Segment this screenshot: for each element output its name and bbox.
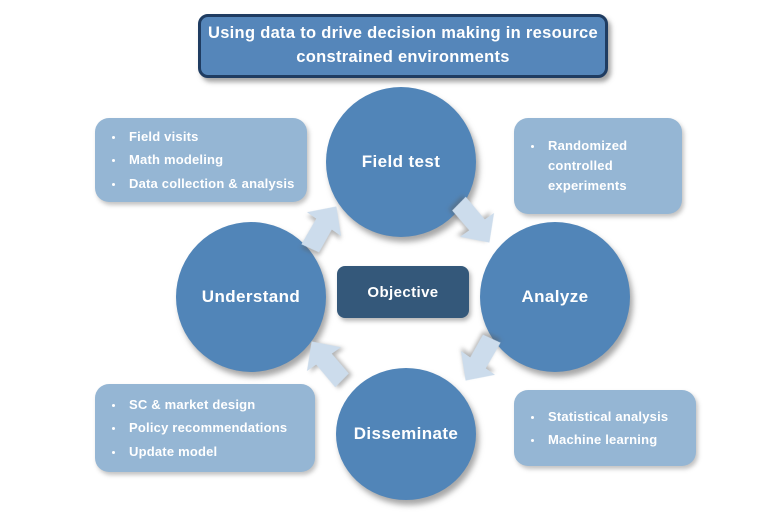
slide-title-line-1: Using data to drive decision making in r… — [207, 24, 599, 43]
bullet-item: Update model — [125, 440, 287, 463]
bullet-item: Randomized controlled experiments — [544, 136, 672, 196]
callout-understand: SC & market design Policy recommendation… — [95, 384, 315, 472]
bullet-item: Machine learning — [544, 428, 668, 451]
cycle-node-label: Analyze — [521, 287, 589, 306]
objective-label: Objective — [367, 283, 439, 301]
cycle-node-understand: Understand — [176, 222, 326, 372]
callout-field-test: Field visits Math modeling Data collecti… — [95, 118, 307, 202]
cycle-node-disseminate: Disseminate — [336, 368, 476, 500]
block-arrow-icon — [306, 341, 349, 388]
bullet-list: Randomized controlled experiments — [514, 136, 682, 196]
arrow-glyph — [306, 341, 349, 388]
bullet-item: Statistical analysis — [544, 405, 668, 428]
block-arrow-icon — [452, 196, 495, 243]
arrow-glyph — [301, 206, 342, 253]
bullet-item: Math modeling — [125, 148, 295, 171]
bullet-item: Data collection & analysis — [125, 172, 295, 195]
title-box: Using data to drive decision making in r… — [198, 14, 608, 78]
bullet-list: Field visits Math modeling Data collecti… — [95, 125, 305, 195]
callout-disseminate: Statistical analysis Machine learning — [514, 390, 696, 466]
arrow-understand-to-field-test-icon — [285, 189, 360, 265]
arrow-analyze-to-disseminate-icon — [443, 322, 518, 398]
cycle-node-analyze: Analyze — [480, 222, 630, 372]
block-arrow-icon — [301, 206, 342, 253]
bullet-item: Field visits — [125, 125, 295, 148]
objective-box: Objective — [337, 266, 469, 318]
arrow-field-test-to-analyze-icon — [438, 184, 513, 260]
arrow-glyph — [460, 334, 501, 381]
callout-analyze: Randomized controlled experiments — [514, 118, 682, 214]
arrow-disseminate-to-understand-icon — [289, 324, 364, 400]
arrow-glyph — [452, 196, 495, 243]
bullet-list: Statistical analysis Machine learning — [514, 405, 678, 452]
slide-title-line-2: constrained environments — [296, 48, 510, 66]
block-arrow-icon — [460, 334, 501, 381]
cycle-node-field-test: Field test — [326, 87, 476, 237]
cycle-node-label: Understand — [201, 287, 301, 306]
bullet-item: SC & market design — [125, 393, 287, 416]
cycle-node-label: Field test — [361, 152, 441, 171]
bullet-item: Policy recommendations — [125, 416, 287, 439]
cycle-node-label: Disseminate — [353, 424, 459, 443]
bullet-list: SC & market design Policy recommendation… — [95, 393, 297, 463]
